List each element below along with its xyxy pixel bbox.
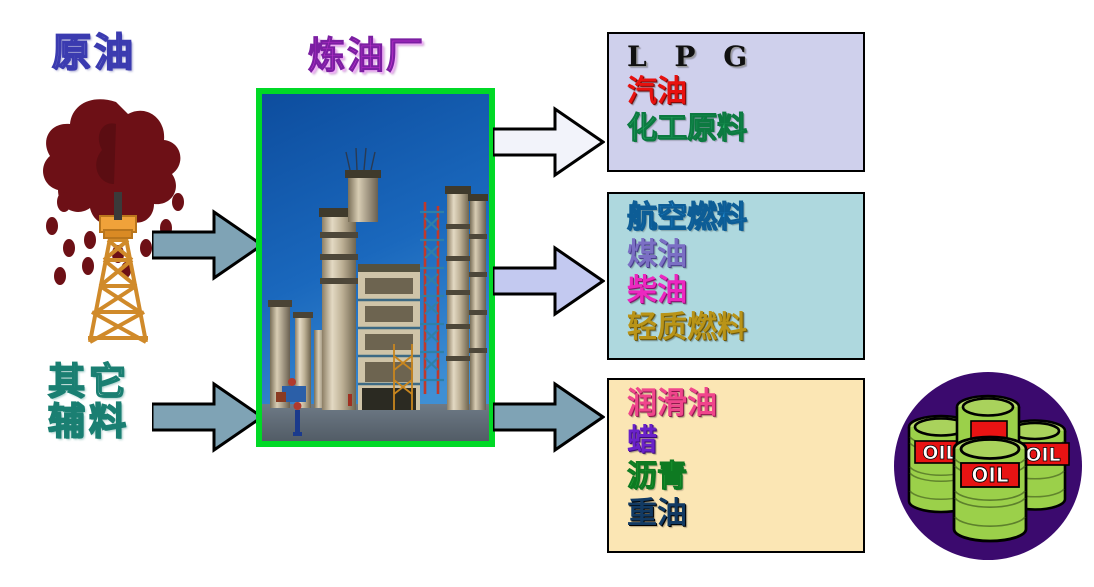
product-box-middle-distillates: 航空燃料 煤油 柴油 轻质燃料	[607, 192, 865, 360]
product-line: 汽油	[627, 74, 687, 110]
oil-derrick-icon	[28, 80, 208, 350]
product-box-light-products: L P G 汽油 化工原料	[607, 32, 865, 172]
product-line: 轻质燃料	[627, 309, 747, 345]
product-line: 重油	[627, 495, 687, 531]
product-line: 润滑油	[627, 386, 717, 421]
product-line: 沥青	[627, 459, 688, 495]
product-line: 蜡	[627, 422, 657, 458]
product-line: L P G	[627, 40, 757, 73]
arrow-aux-to-refinery	[150, 378, 265, 460]
arrow-refinery-to-heavy-products	[491, 378, 606, 460]
svg-text:OIL: OIL	[1025, 444, 1060, 466]
crude-oil-label: 原油	[51, 31, 137, 76]
product-line: 煤油	[627, 236, 687, 272]
svg-text:OIL: OIL	[922, 442, 957, 464]
product-box-heavy-products: 润滑油 蜡 沥青 重油	[607, 378, 865, 553]
aux-label-line-1: 其它	[47, 360, 130, 403]
oil-barrels-icon: OIL OIL	[893, 371, 1083, 561]
arrow-refinery-to-light-products	[491, 103, 606, 185]
product-line: 柴油	[627, 273, 687, 309]
arrow-crude-to-refinery	[150, 206, 265, 288]
aux-label-line-2: 辅料	[47, 399, 130, 443]
arrow-refinery-to-middle-distillates	[491, 242, 606, 324]
svg-text:OIL: OIL	[971, 463, 1008, 487]
refinery-label: 炼油厂	[308, 34, 425, 77]
product-line: 化工原料	[627, 110, 748, 146]
product-line: 航空燃料	[627, 200, 748, 236]
refinery-plant-photo	[256, 88, 495, 447]
auxiliary-materials-label: 其它 辅料	[47, 360, 130, 443]
